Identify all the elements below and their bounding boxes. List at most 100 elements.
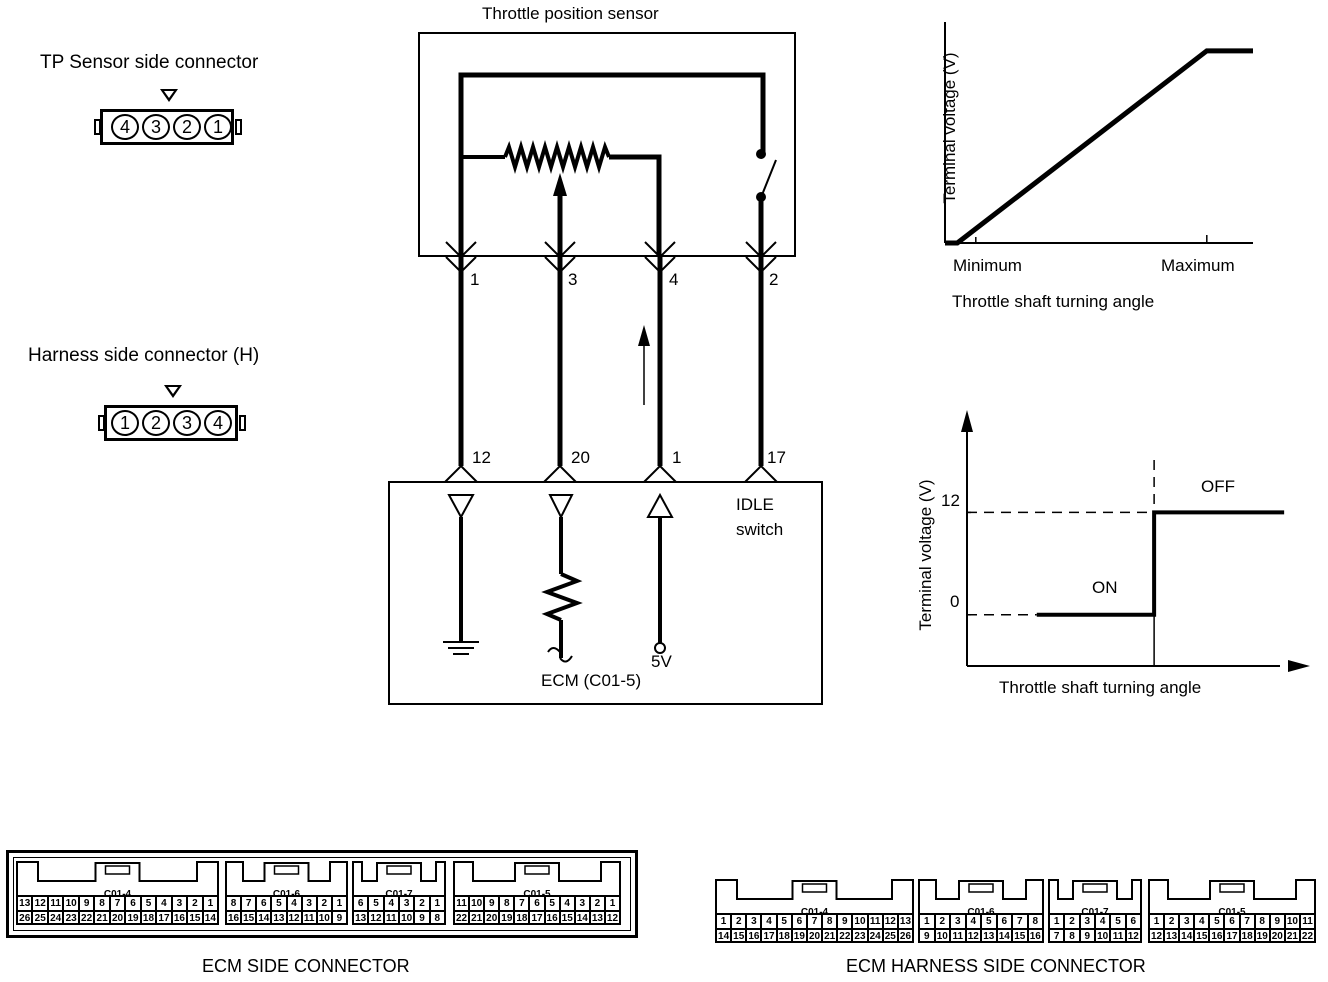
pin-cell: 1 (715, 915, 730, 928)
pin-cell: 2 (933, 915, 950, 928)
pin-cell: 10 (62, 897, 77, 910)
pin-cell: 2 (1063, 915, 1078, 928)
y-axis-arrow-icon (961, 410, 973, 432)
pin-cell: 16 (543, 912, 559, 923)
connector-pin: 1 (204, 114, 232, 140)
pin-cell: 11 (1298, 915, 1317, 928)
pin-cell: 3 (745, 915, 760, 928)
connector-latch-icon (801, 883, 828, 893)
pin-cell: 12 (603, 912, 622, 923)
pin-cell: 16 (170, 912, 186, 923)
pin-cell: 11 (300, 912, 316, 923)
pin-cell: 14 (201, 912, 220, 923)
resistor-zigzag (503, 140, 611, 174)
pin-cell: 8 (1063, 930, 1078, 941)
connector-latch-icon (1082, 883, 1108, 893)
connector-pin: 1 (111, 410, 139, 436)
pin-cell: 12 (285, 912, 301, 923)
pin-cell: 5 (367, 897, 382, 910)
idle-switch-label: IDLE (736, 495, 774, 514)
sensor-terminal-label: 2 (769, 270, 779, 289)
connector-latch-icon (104, 865, 131, 875)
connector-tab-right (239, 415, 246, 431)
pin-cell: 9 (918, 930, 934, 941)
connector-shell (16, 861, 219, 924)
pin-cell: 4 (285, 897, 301, 910)
chart2-ytick-0: 0 (950, 592, 960, 611)
pin-cell: 9 (330, 912, 348, 923)
pin-cell: 6 (352, 897, 367, 910)
pin-cell: 16 (1208, 930, 1223, 941)
x-axis-arrow-icon (1288, 660, 1310, 672)
pin-cell: 6 (995, 915, 1012, 928)
pin-cell: 13 (270, 912, 285, 923)
connector-key-icon (164, 385, 182, 398)
pin-cell: 7 (513, 897, 528, 910)
pin-cell: 16 (225, 912, 240, 923)
pin-cell: 17 (155, 912, 170, 923)
pin-cell: 13 (980, 930, 996, 941)
chart1-xtick-max: Maximum (1161, 256, 1235, 275)
pin-cell: 5 (139, 897, 155, 910)
pin-cell: 18 (775, 930, 791, 941)
connector-inner-frame (13, 857, 631, 931)
pin-cell: 23 (851, 930, 866, 941)
switch-contact-top (756, 149, 766, 159)
pin-cell: 4 (382, 897, 398, 910)
chart2-annotation-off: OFF (1201, 477, 1235, 496)
pin-cell: 19 (790, 930, 806, 941)
pin-cell: 26 (16, 912, 31, 923)
pin-cell: 14 (1178, 930, 1193, 941)
connector-pin: 3 (142, 114, 170, 140)
pin-cell: 9 (77, 897, 93, 910)
connector-block-label: C01-4 (800, 907, 829, 918)
pin-cell: 25 (881, 930, 897, 941)
connector-shell (918, 879, 1044, 942)
pin-cell: 13 (588, 912, 604, 923)
pin-cell: 12 (367, 912, 382, 923)
supply-terminal-icon (654, 642, 666, 654)
series-line (945, 48, 1253, 246)
pin-cell: 18 (139, 912, 155, 923)
pin-cell: 2 (413, 897, 428, 910)
pin-cell: 3 (300, 897, 316, 910)
pin-cell: 5 (1208, 915, 1223, 928)
pin-cell: 13 (352, 912, 367, 923)
tp-sensor-connector-title: TP Sensor side connector (40, 52, 259, 73)
pin-cell: 19 (498, 912, 513, 923)
pin-cell: 16 (745, 930, 760, 941)
connector-outline (225, 861, 348, 924)
ground-input-triangle-icon (447, 494, 475, 520)
connector-outline (352, 861, 446, 924)
connector-latch-icon (273, 865, 300, 875)
pin-cell: 6 (1124, 915, 1142, 928)
chart1-xlabel: Throttle shaft turning angle (952, 292, 1155, 311)
ecm-terminal-symbols (444, 464, 778, 483)
pin-cell: 1 (201, 897, 220, 910)
pin-cell: 10 (1093, 930, 1109, 941)
pin-cell: 6 (528, 897, 543, 910)
ecm-harness-caption: ECM HARNESS SIDE CONNECTOR (846, 956, 1146, 976)
pin-cell: 12 (1124, 930, 1142, 941)
pin-cell: 22 (453, 912, 468, 923)
pin-cell: 17 (1223, 930, 1238, 941)
chart2-xlabel: Throttle shaft turning angle (999, 678, 1202, 697)
pin-cell: 3 (1078, 915, 1094, 928)
pin-cell: 12 (964, 930, 981, 941)
connector-block-label: C01-4 (103, 889, 132, 900)
resistor-right-wire (609, 154, 662, 255)
pin-cell: 5 (1109, 915, 1124, 928)
sensor-wire-loop (458, 72, 766, 255)
pin-cell: 4 (964, 915, 981, 928)
connector-tab-right (235, 119, 242, 135)
